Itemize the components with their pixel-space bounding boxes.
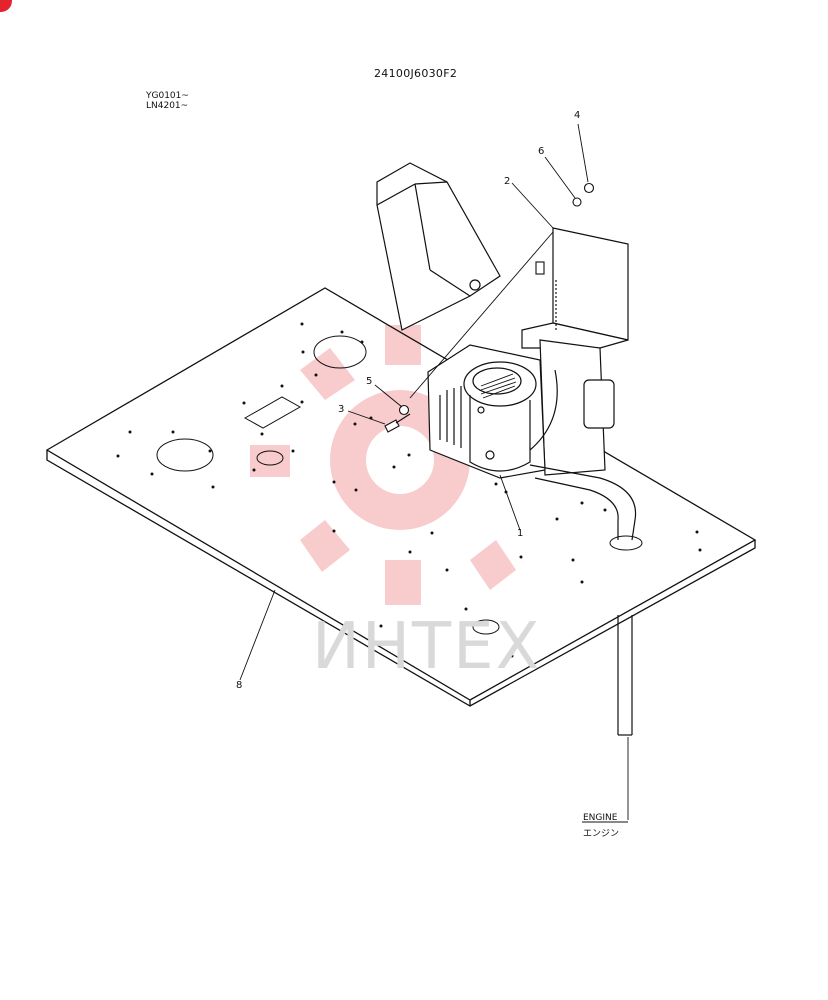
callout-6[interactable]: 6 [538, 146, 545, 157]
callout-1[interactable]: 1 [517, 528, 524, 539]
drawing-number: 24100J6030F2 [374, 67, 458, 80]
callout-leaders [239, 123, 629, 823]
callout-5[interactable]: 5 [366, 376, 373, 387]
engine-label-jp: エンジン [583, 829, 620, 839]
engine-label: ENGINE [583, 813, 618, 823]
watermark-text: ИНТЕХ [312, 610, 542, 684]
plate-holes [156, 335, 643, 635]
heater-unit [427, 344, 558, 479]
small-parts [384, 182, 595, 433]
callout-3[interactable]: 3 [338, 404, 345, 415]
callout-4[interactable]: 4 [574, 110, 581, 121]
serial-range-2: LN4201~ [146, 101, 189, 111]
base-plate [45, 287, 757, 707]
callout-2[interactable]: 2 [504, 176, 511, 187]
heater-hoses [529, 464, 637, 736]
plate-bolt-holes [116, 322, 702, 658]
serial-range-1: YG0101~ [146, 91, 189, 101]
seat-stand [376, 162, 501, 331]
callout-8[interactable]: 8 [236, 680, 243, 691]
